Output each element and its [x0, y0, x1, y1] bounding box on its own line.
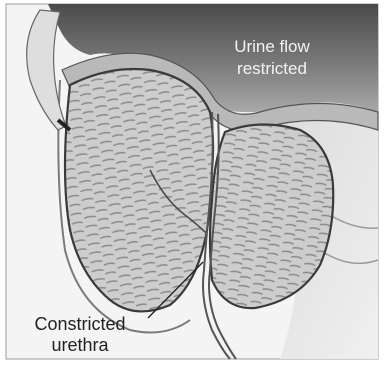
- constricted-urethra-label-line1: Constricted: [34, 314, 125, 334]
- constricted-urethra-label-line2: urethra: [51, 335, 109, 355]
- urine-flow-label-line2: restricted: [237, 59, 307, 78]
- urine-flow-label-line1: Urine flow: [234, 37, 310, 56]
